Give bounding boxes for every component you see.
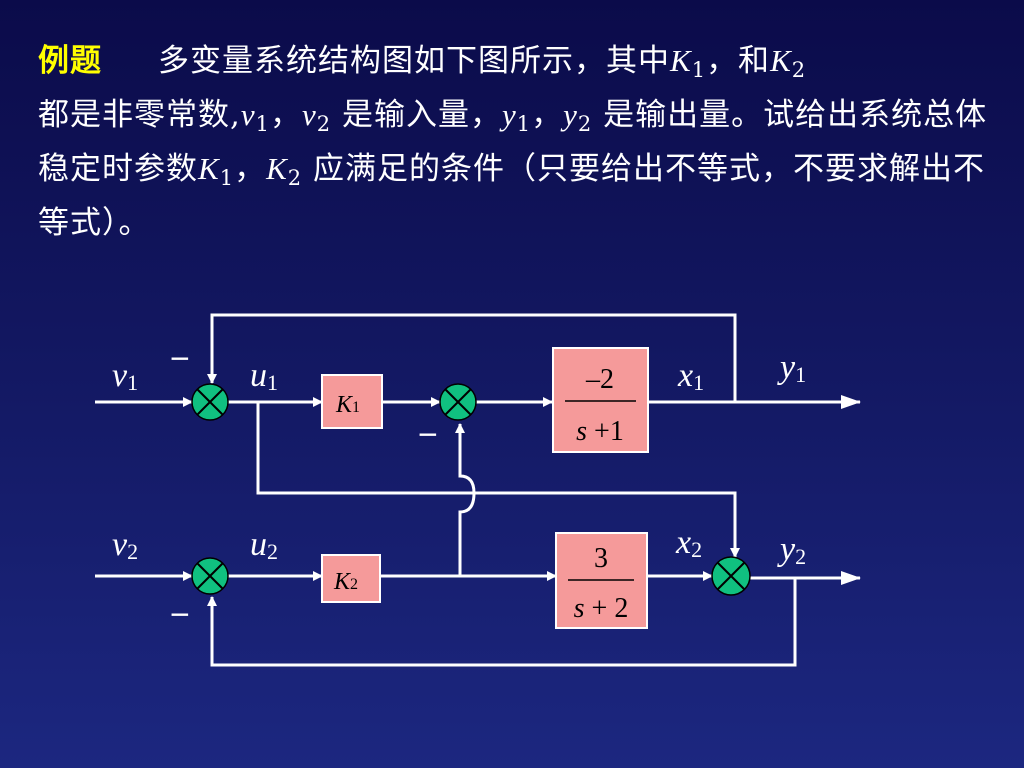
tf1-numerator: –2 [585,364,614,395]
summing-junction-1 [191,383,229,421]
text-seg6: 应满足的条件（只要给出不等式，不要求解出不等式）。 [38,151,985,241]
y2-symbol: y [563,97,578,132]
separator-3: ， [234,151,267,187]
tf2-denominator-rest: + 2 [585,593,629,624]
gain-block-k1: K1 [321,374,383,429]
minus-sign-3: − [418,416,438,454]
k2-symbol: K [770,43,792,78]
v2-subscript: 2 [316,112,332,136]
text-seg1: 多变量系统结构图如下图所示，其中 [158,43,670,79]
gain-k2-subscript: 2 [350,576,358,593]
k1-symbol: K [670,43,692,78]
transfer-function-block-2: 3 s + 2 [555,532,648,629]
y1-symbol: y [502,97,517,132]
svg-text:K2: K2 [333,569,358,595]
v2-symbol: v [302,97,317,132]
wire-k2-cross [455,423,476,576]
text-seg5: 是输出量。试给出系统总体稳定时参数 [38,97,988,187]
separator-1: ， [270,97,302,133]
label-x2: x2 [675,524,702,562]
tf1-denominator-var: s [576,416,587,447]
svg-text:s +1: s +1 [576,416,624,447]
transfer-function-block-1: –2 s +1 [552,347,649,453]
label-y2: y2 [777,531,806,569]
label-u1: u1 [250,357,278,395]
text-seg2: ，和 [706,43,771,79]
summing-junction-2 [191,557,229,595]
tf1-denominator-rest: +1 [587,416,624,447]
summing-junction-3 [439,383,477,421]
k2-symbol-2: K [266,151,288,186]
gain-k2-symbol: K [333,569,352,595]
separator-2: ， [531,97,564,133]
summing-junction-4 [711,556,751,596]
v1-symbol: v [240,97,256,132]
wire-u1-cross [256,402,740,558]
k1-subscript: 1 [691,58,707,82]
text-seg3: 都是非零常数, [38,97,241,133]
wire-y2-feedback [207,578,797,667]
example-label: 例题 [38,43,102,79]
svg-text:s + 2: s + 2 [574,593,629,624]
tf2-numerator: 3 [594,543,608,574]
label-v2: v2 [112,526,138,564]
gain-k1-symbol: K [335,392,354,418]
label-y1: y1 [777,349,806,387]
minus-sign-1: − [170,340,190,378]
tf2-denominator-var: s [574,593,585,624]
svg-text:K1: K1 [335,392,360,418]
label-x1: x1 [677,357,704,395]
k2-subscript: 2 [791,58,807,82]
k1-symbol-2: K [198,151,220,186]
k1-subscript-2: 1 [219,166,235,190]
gain-k1-subscript: 1 [352,399,360,416]
wire-y1-feedback [207,313,737,402]
minus-sign-2: − [170,596,190,634]
label-u2: u2 [250,526,278,564]
text-seg4: 是输入量， [331,97,502,133]
gain-block-k2: K2 [321,554,381,603]
y1-subscript: 1 [516,112,532,136]
v1-subscript: 1 [255,112,270,136]
y2-subscript: 2 [577,112,593,136]
k2-subscript-2: 2 [287,166,303,190]
label-v1: v1 [112,357,138,395]
